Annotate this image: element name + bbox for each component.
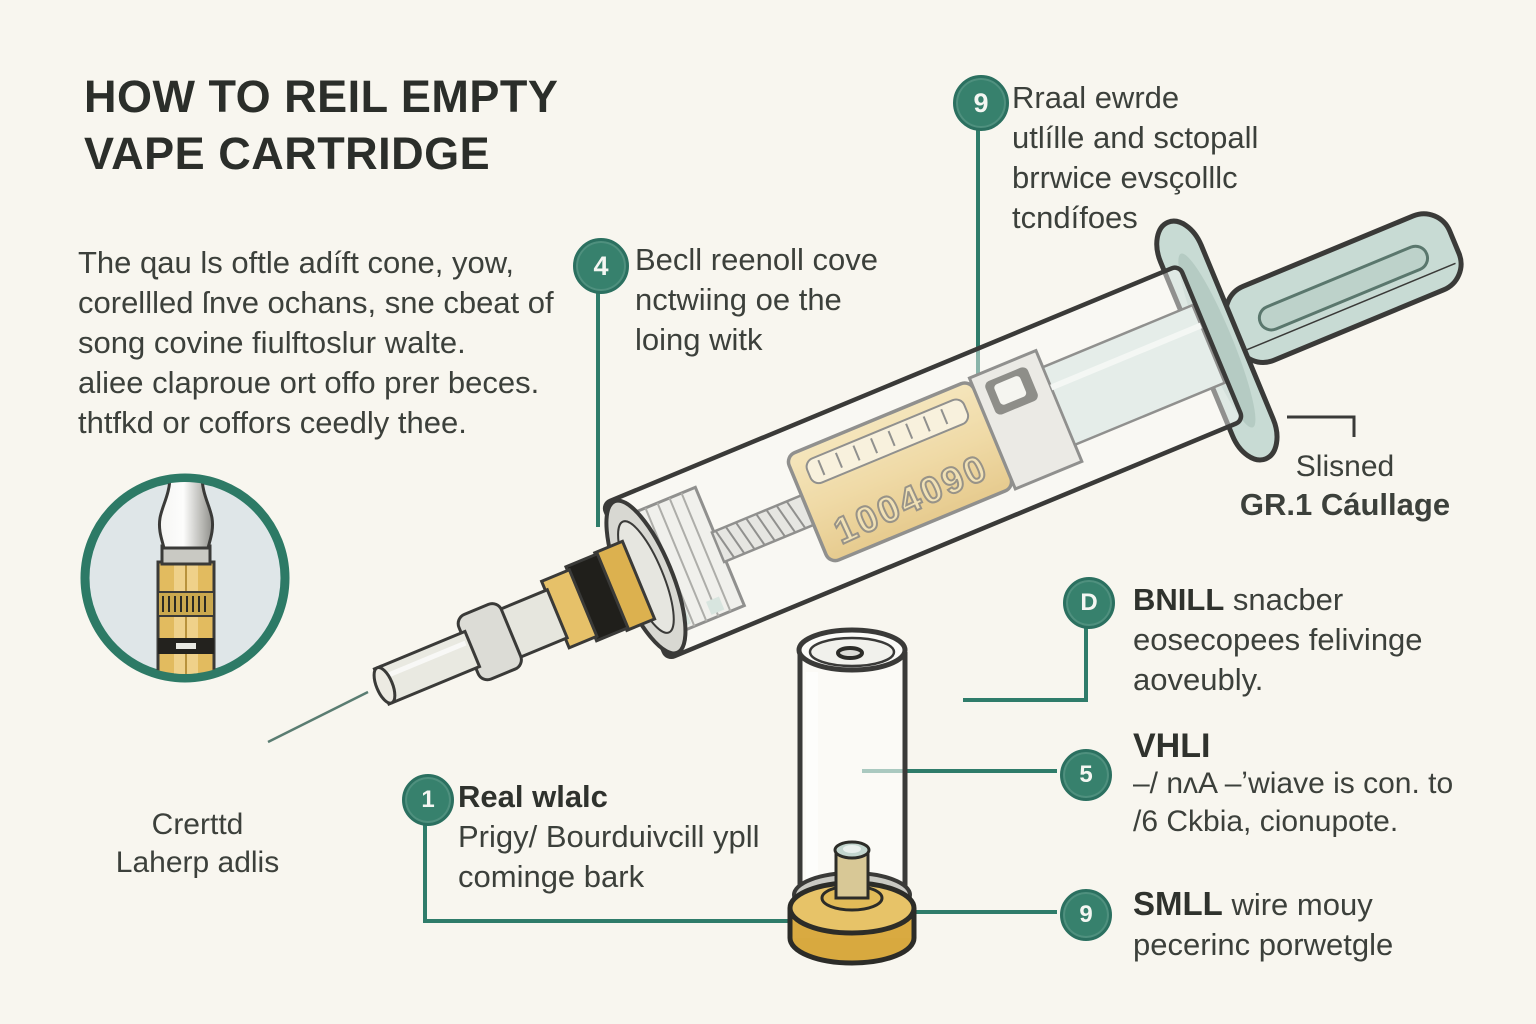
callout-9-top-text: Rraal ewrde utlílle and sctopall brrwice… — [1012, 80, 1259, 235]
label-crerttd: Crerttd Laherp adlis — [115, 808, 280, 879]
badge-vhli: 5 — [1060, 749, 1112, 801]
badge-bnill: D — [1063, 577, 1115, 629]
callout-4-text: Becll reenoll cove nctwiing oe the loing… — [635, 242, 878, 357]
callout-1-text: Real wlalc Prigy/ Bourduivcill ypll comi… — [458, 779, 760, 894]
page-title-line2: VAPE CARTRIDGE — [84, 128, 491, 179]
page-title-line1: HOW TO REIL EMPTY — [84, 71, 559, 122]
plunger-rod — [1041, 303, 1227, 447]
callout-bnill-text: BNILL snacber eosecopees felivinge aoveu… — [1133, 582, 1423, 697]
page-title: HOW TO REIL EMPTY VAPE CARTRIDGE — [84, 68, 558, 182]
connector-slisned — [1287, 415, 1356, 437]
tip-opening — [372, 666, 397, 705]
connector-callout1 — [423, 823, 795, 923]
badge-4: 4 — [573, 238, 629, 294]
inset-vape-pen — [80, 473, 290, 683]
label-slisned: Slisned GR.1 Cáullage — [1239, 450, 1451, 522]
badge-smll: 9 — [1060, 889, 1112, 941]
intro-paragraph: The ɋau ls oftle adíft cone, yow, corell… — [78, 245, 554, 440]
cartridge-mouth-hole — [836, 646, 864, 660]
scale-band — [805, 398, 970, 485]
pointer-tip-line — [267, 690, 369, 744]
pen-mouthpiece — [158, 482, 214, 550]
callout-smll-text: SMLL wire mouy pecerinc porwetgle — [1133, 885, 1394, 962]
badge-1: 1 — [402, 774, 454, 826]
connector-bnill — [963, 625, 1088, 702]
syringe-illustration: 1004090 — [372, 211, 1464, 706]
badge-9-top: 9 — [953, 75, 1009, 131]
cartridge-illustration — [787, 627, 917, 966]
callout-vhli-text: VHLI –/ nᴧA –ʼwiave is con. to /6 Ckbia,… — [1133, 727, 1454, 838]
